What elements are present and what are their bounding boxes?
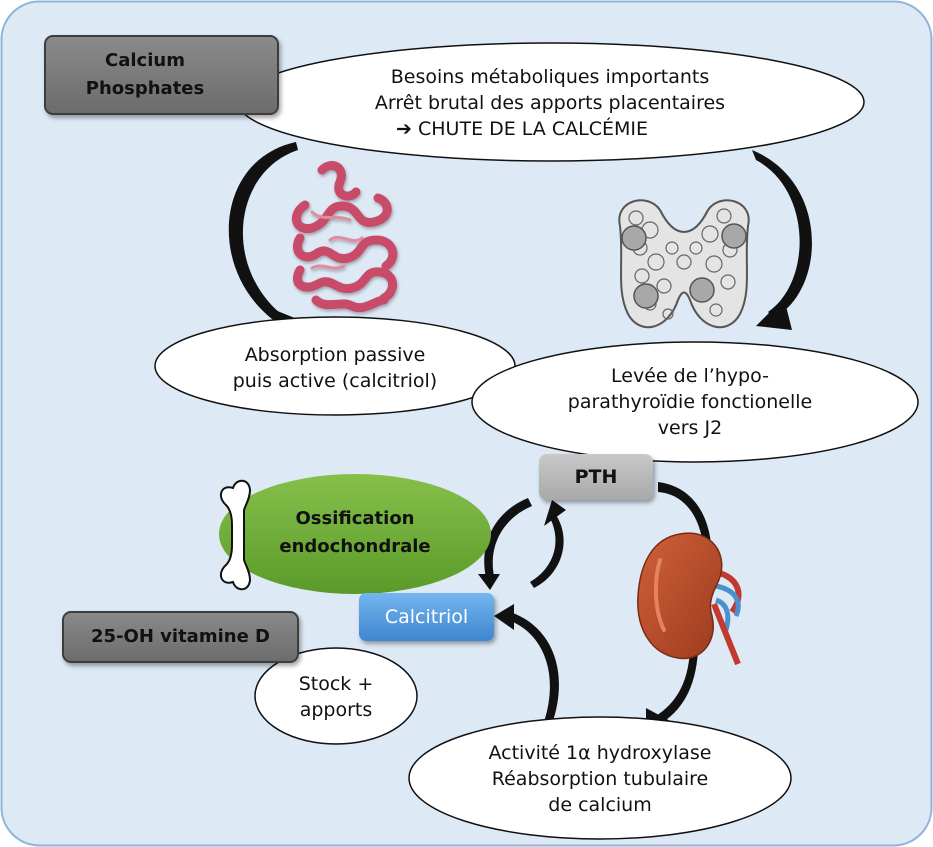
stock-line-2: apports	[299, 699, 373, 721]
arrow-besoins-to-absorption	[228, 142, 298, 326]
levee-label: Levée de l’hypo- parathyroïdie fonctione…	[500, 360, 880, 444]
pth-box	[539, 454, 653, 500]
arrow-besoins-to-levee-head	[756, 298, 792, 330]
arrow-calcitriol-to-pth	[530, 515, 564, 588]
pth-label: PTH	[574, 466, 618, 488]
phosphates-label: Phosphates	[85, 78, 205, 99]
arrow-activite-to-calcitriol-head	[494, 604, 514, 630]
thyroid-icon	[618, 199, 750, 329]
stock-line-1: Stock +	[298, 673, 374, 695]
levee-line-2: parathyroïdie fonctionelle	[567, 391, 813, 413]
activite-line-2: Réabsorption tubulaire	[491, 768, 709, 790]
levee-ellipse	[471, 341, 919, 463]
bone-icon	[219, 479, 252, 591]
ossification-ellipse	[219, 474, 491, 594]
absorption-line-2: puis active (calcitriol)	[232, 370, 438, 392]
activite-line-1: Activité 1α hydroxylase	[488, 742, 712, 764]
absorption-label: Absorption passive puis active (calcitri…	[170, 338, 500, 398]
vitamine-d-box	[62, 611, 299, 663]
arrow-activite-to-calcitriol	[508, 612, 559, 724]
stock-ellipse	[254, 647, 418, 745]
kidney-icon	[637, 532, 742, 666]
calcium-phosphates-box	[44, 35, 279, 115]
stock-label: Stock + apports	[266, 668, 406, 726]
besoins-label: Besoins métaboliques importants Arrêt br…	[260, 58, 840, 148]
calcium-phosphates-label: Calcium Phosphates	[50, 40, 240, 110]
arrow-besoins-to-levee	[752, 150, 812, 318]
besoins-conclusion: ➔ CHUTE DE LA CALCÉMIE	[396, 116, 648, 142]
vitamine-d-label: 25-OH vitamine D	[91, 626, 270, 647]
chute-calcemie-label: CHUTE DE LA CALCÉMIE	[418, 118, 648, 140]
levee-line-1: Levée de l’hypo-	[611, 365, 769, 387]
ossification-line-1: Ossification	[295, 508, 415, 529]
right-arrow-icon: ➔	[396, 118, 412, 140]
calcium-label: Calcium	[105, 50, 185, 71]
absorption-line-1: Absorption passive	[244, 344, 426, 366]
ossification-label: Ossification endochondrale	[250, 502, 460, 564]
arrow-pth-to-calcitriol-head	[478, 574, 500, 590]
activite-line-3: de calcium	[548, 794, 652, 816]
calcitriol-label: Calcitriol	[384, 606, 469, 628]
besoins-line-1: Besoins métaboliques importants	[390, 66, 710, 88]
activite-label: Activité 1α hydroxylase Réabsorption tub…	[440, 736, 760, 822]
levee-line-3: vers J2	[657, 417, 723, 439]
ossification-line-2: endochondrale	[279, 536, 431, 557]
intestine-icon	[291, 161, 398, 313]
calcitriol-box	[359, 593, 494, 641]
arrow-calcitriol-to-pth-head	[544, 500, 566, 526]
arrow-pth-to-calcitriol	[484, 498, 532, 578]
besoins-line-2: Arrêt brutal des apports placentaires	[374, 92, 726, 114]
activite-ellipse	[408, 716, 792, 840]
